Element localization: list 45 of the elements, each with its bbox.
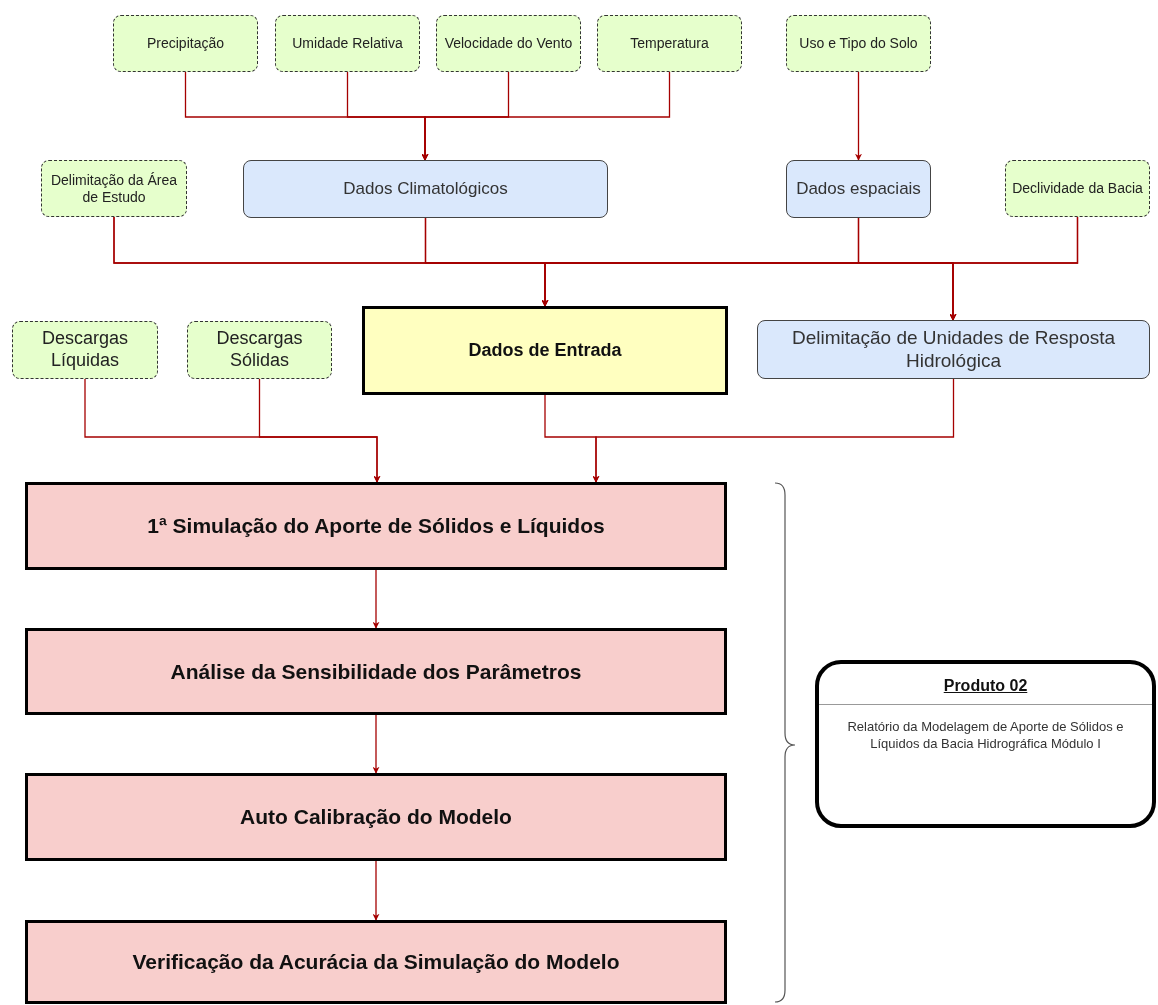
node-label: Auto Calibração do Modelo	[240, 804, 512, 830]
process-box	[25, 773, 727, 861]
input-data-box	[362, 306, 728, 395]
input-box	[113, 15, 258, 72]
input-box	[597, 15, 742, 72]
input-box	[275, 15, 420, 72]
node-label: Delimitação da Área de Estudo	[49, 171, 179, 206]
node-label: Descargas Líquidas	[40, 328, 129, 372]
node-label: Temperatura	[630, 35, 709, 52]
arrow	[855, 71, 862, 161]
input-box	[1005, 160, 1150, 217]
arrow	[372, 714, 380, 774]
product-card	[815, 660, 1156, 828]
input-box	[12, 321, 158, 379]
node-label: Dados Climatológicos	[343, 178, 508, 200]
node-label: Umidade Relativa	[292, 35, 403, 52]
arrow	[421, 71, 671, 161]
node-label: Uso e Tipo do Solo	[799, 35, 918, 52]
node-label: Velocidade do Vento	[444, 35, 573, 52]
node-label: 1ª Simulação do Aporte de Sólidos e Líquidos	[147, 513, 605, 539]
node-label: Delimitação de Unidades de Resposta Hidrológica	[790, 326, 1117, 373]
process-box	[25, 920, 727, 1004]
input-box	[786, 15, 931, 72]
data-box	[757, 320, 1150, 379]
process-box	[25, 482, 727, 570]
node-label: Dados de Entrada	[468, 339, 622, 362]
card-text: Relatório da Modelagem de Aporte de Sólidos e Líquidos da Bacia Hidrográfica Módulo I	[846, 719, 1125, 753]
input-box	[187, 321, 332, 379]
arrow	[258, 378, 381, 483]
input-box	[41, 160, 187, 217]
arrow	[372, 569, 380, 629]
input-box	[436, 15, 581, 72]
node-label: Dados espaciais	[796, 178, 921, 200]
node-label: Análise da Sensibilidade dos Parâmetros	[170, 658, 582, 685]
node-label: Descargas Sólidas	[215, 328, 304, 372]
data-box	[786, 160, 931, 218]
node-label: Declividade da Bacia	[1012, 180, 1143, 197]
node-label: Verificação da Acurácia da Simulação do Modelo	[132, 949, 620, 975]
data-box	[243, 160, 608, 218]
process-box	[25, 628, 727, 715]
card-title: Produto 02	[943, 676, 1028, 696]
arrow	[592, 378, 955, 483]
arrow	[372, 860, 380, 921]
arrow	[949, 216, 1079, 321]
node-label: Precipitação	[146, 35, 224, 52]
